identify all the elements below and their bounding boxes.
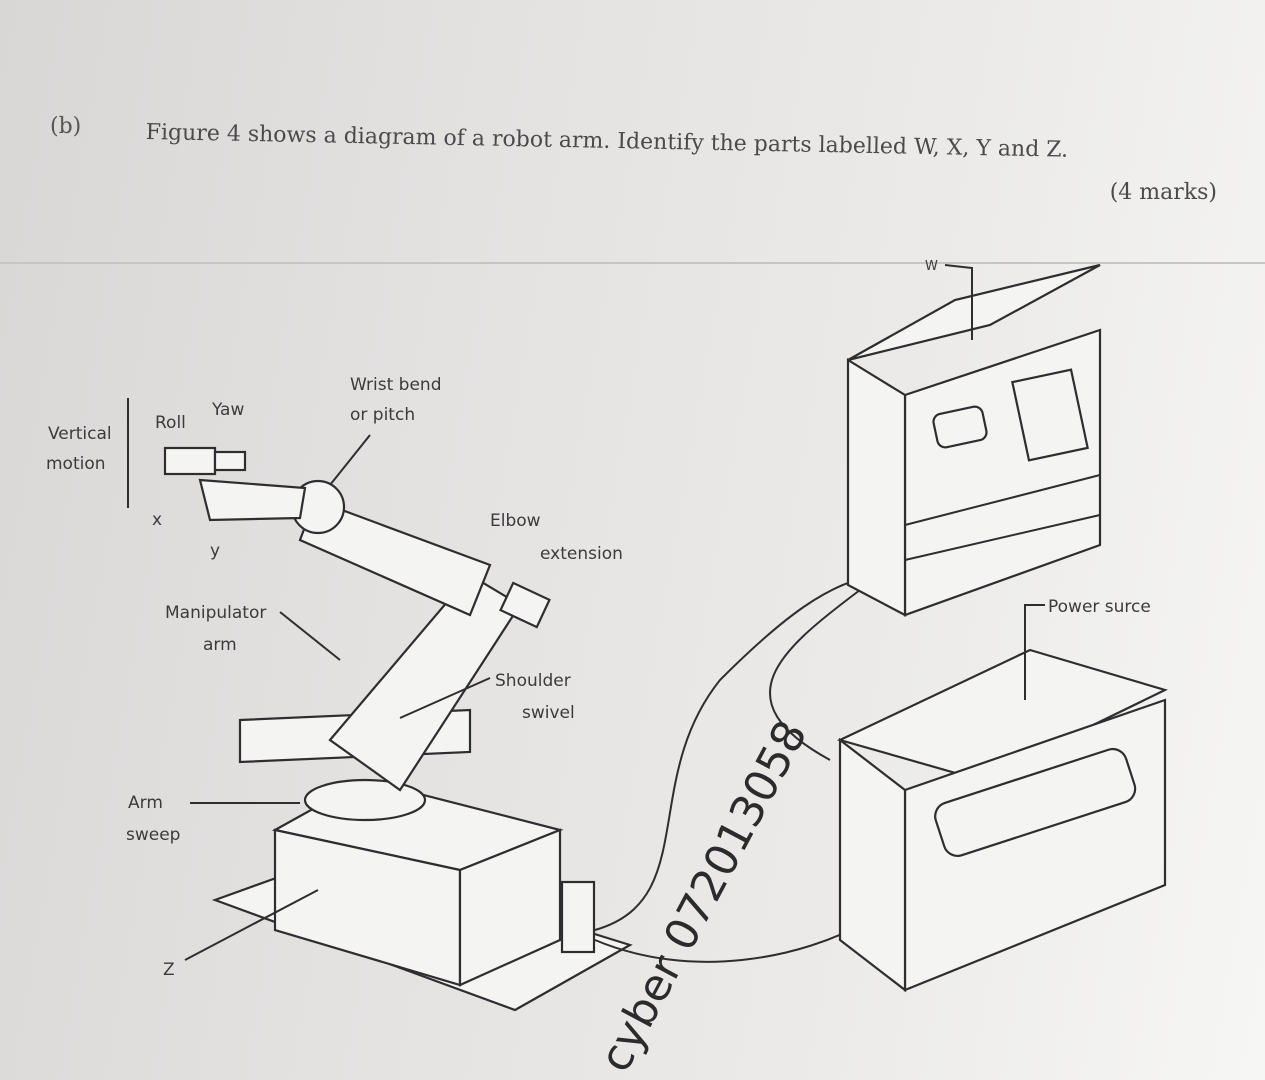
power-pointer [1024,604,1045,700]
controller-side [846,358,907,617]
marks-label: (4 marks) [1109,180,1217,205]
gripper-jaw [213,450,247,472]
label-arm: arm [203,635,237,655]
controller-drawer-line-2 [904,514,1101,561]
wrist-pointer [329,434,371,486]
label-arm-sweep-2: sweep [126,825,180,845]
label-extension: extension [540,544,623,564]
base-side [458,828,562,987]
label-power-source: Power surce [1048,597,1151,617]
z-pointer [184,889,319,961]
power-top [836,648,1169,782]
elbow-drum [499,581,551,629]
power-control-panel [934,747,1137,857]
label-arm-sweep-1: Arm [128,793,163,813]
shoulder-pointer [399,677,491,719]
controller-drawer-line [904,474,1101,526]
wrist-link [198,478,307,522]
turntable [303,778,427,822]
label-elbow: Elbow [490,511,541,531]
label-shoulder: Shoulder [495,671,571,691]
controller-screen [932,405,988,449]
label-y: y [210,541,220,561]
controller-keypad [1011,368,1089,462]
label-motion: motion [46,454,106,474]
gripper-body [163,446,217,476]
label-w: W [925,259,938,274]
label-z: Z [163,960,175,980]
cable-to-power [594,919,871,963]
handwritten-watermark: cyber 072013058 [590,713,818,1080]
label-manipulator: Manipulator [165,603,266,623]
base-connector [560,880,596,954]
question-part-label: (b) [50,114,82,139]
label-yaw: Yaw [211,400,244,420]
upper-arm [328,573,522,792]
cable-controller-power [768,589,861,761]
label-x: x [152,510,162,530]
label-wrist-bend: Wrist bend [350,375,442,395]
w-pointer [944,264,973,340]
label-swivel: swivel [522,703,575,723]
cable-to-controller [594,574,881,931]
controller-top [847,263,1101,362]
label-vertical: Vertical [48,424,112,444]
manipulator-pointer [279,611,341,661]
power-side [838,737,907,993]
label-or-pitch: or pitch [350,405,415,425]
page-divider [0,262,1265,264]
label-roll: Roll [155,413,186,433]
